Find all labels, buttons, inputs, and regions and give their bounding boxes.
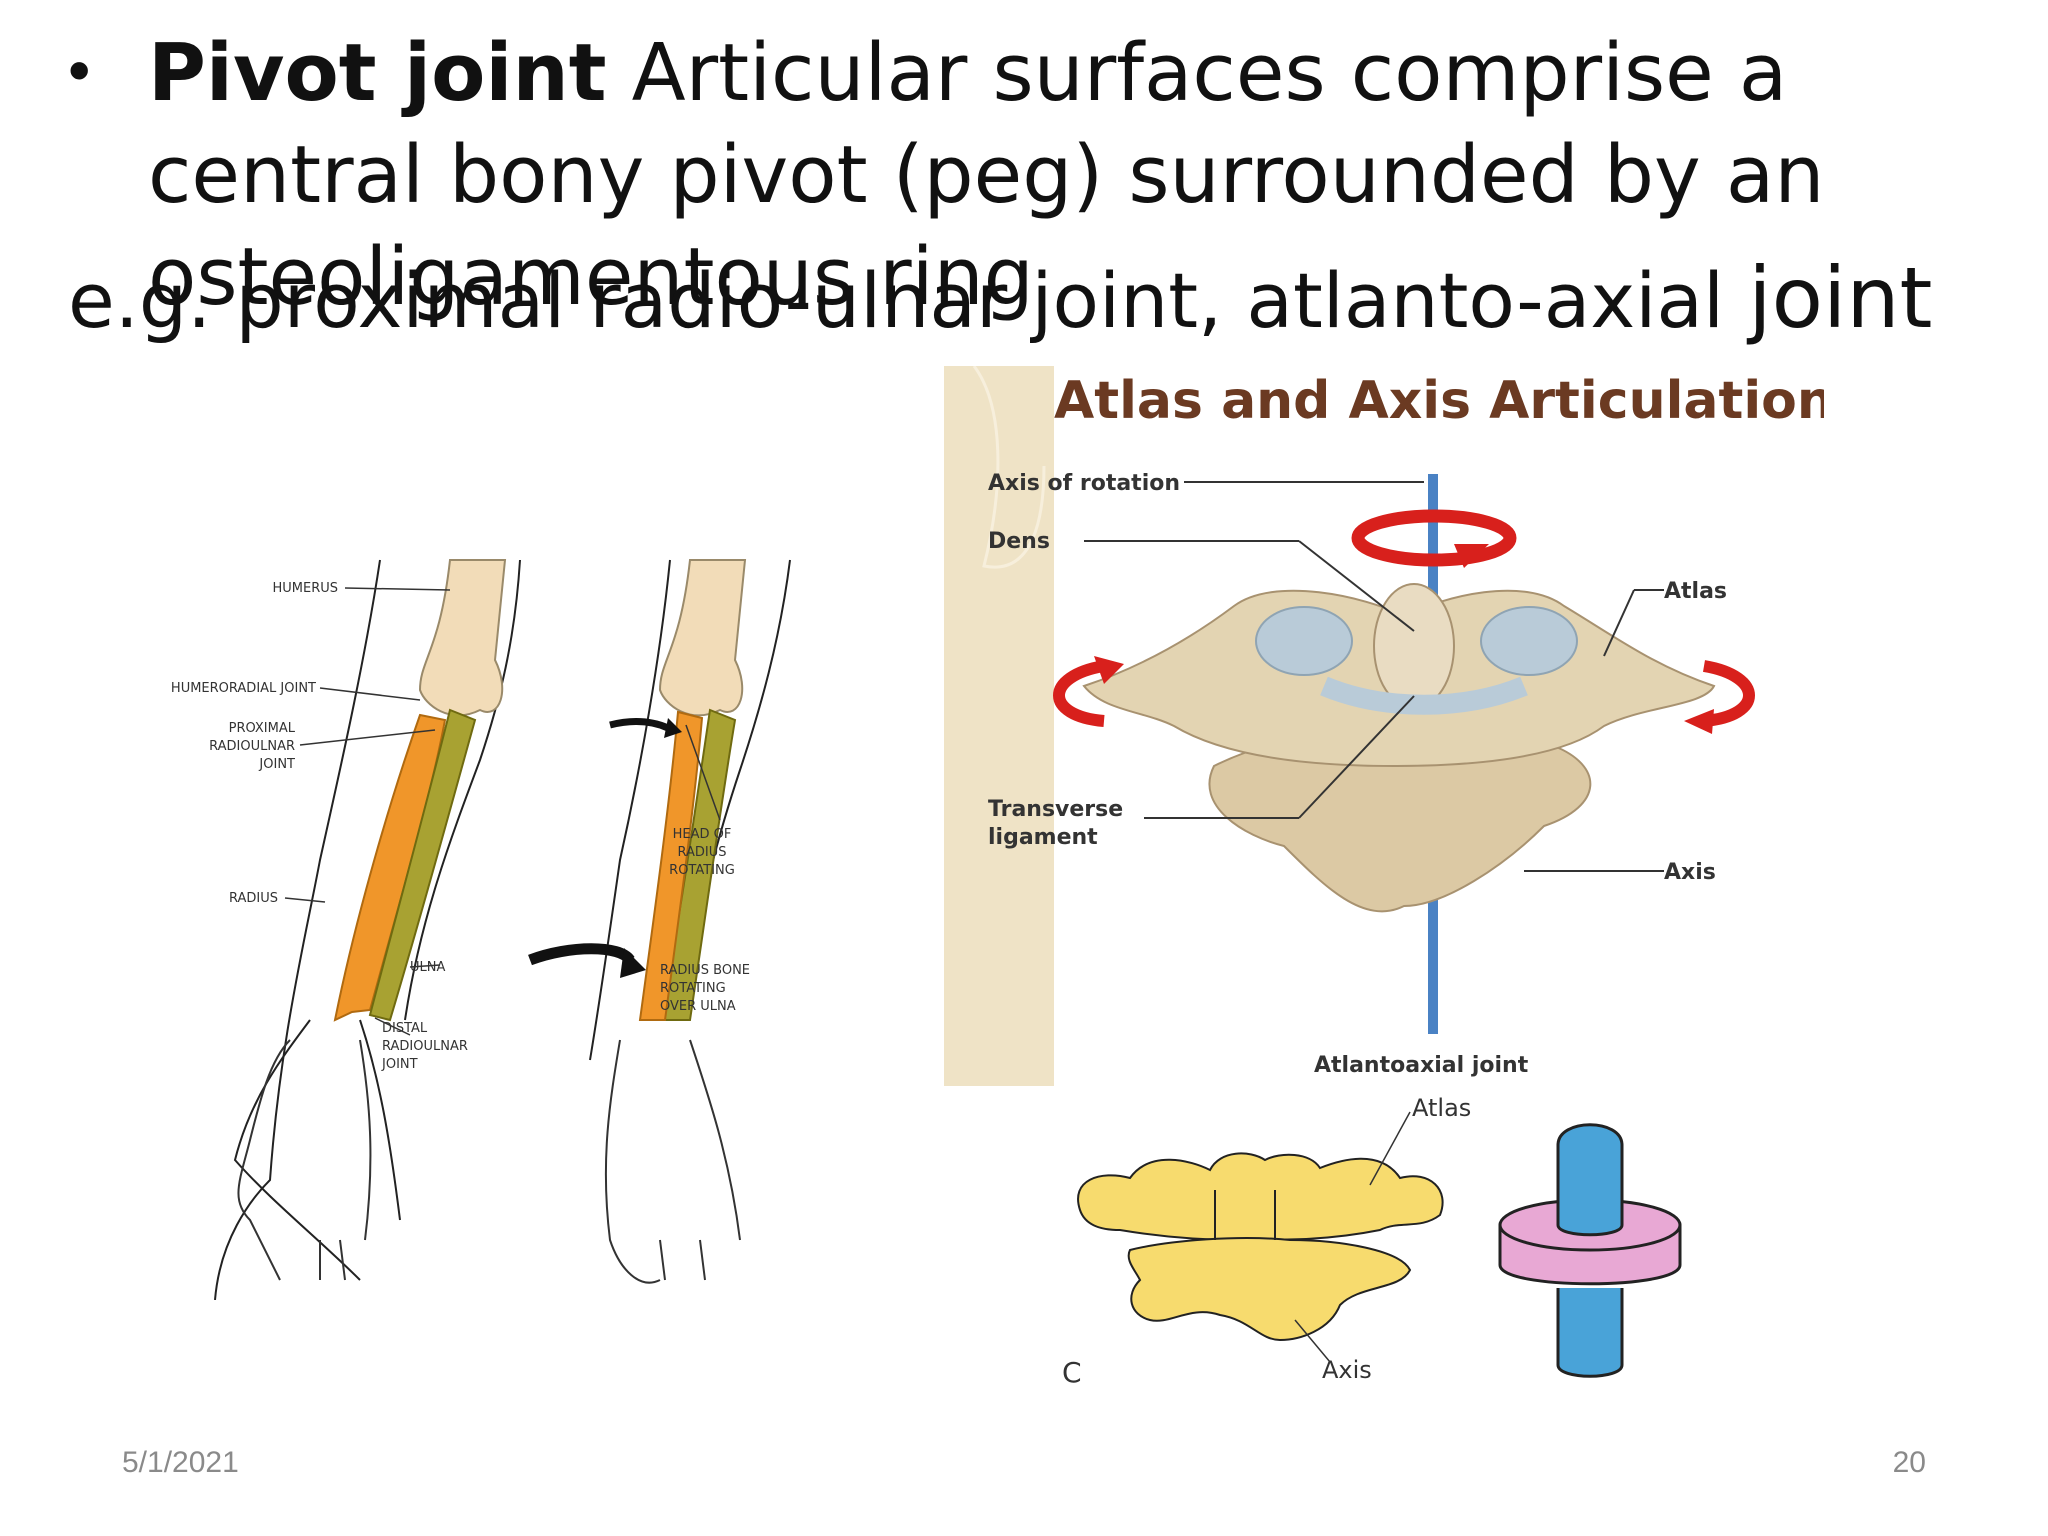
schematic-axis: [1127, 1237, 1412, 1342]
label-head-1: HEAD OF: [673, 827, 732, 842]
bullet-dot: •: [68, 34, 91, 106]
hand-right: [604, 1039, 741, 1284]
schematic-label-atlas: Atlas: [1412, 1094, 1471, 1122]
figure-side-panel: [944, 366, 1054, 1086]
label-transverse-1: Transverse: [988, 797, 1123, 822]
atlas-figure-title: Atlas and Axis Articulation: [1054, 371, 1824, 431]
label-rotating-1: RADIUS BONE: [660, 963, 750, 978]
rotation-arrow-top: [609, 718, 670, 732]
label-axis: Axis: [1664, 860, 1716, 885]
label-rotating-2: ROTATING: [660, 981, 726, 996]
pivot-schematic-figure: Atlas Axis C: [1040, 1090, 1760, 1400]
hand-left: [237, 1039, 372, 1281]
label-humeroradial: HUMERORADIAL JOINT: [171, 681, 316, 696]
example-suffix: joint: [1748, 249, 1933, 347]
label-axis-of-rotation: Axis of rotation: [988, 471, 1180, 496]
rotation-arrow-bottom: [528, 943, 635, 966]
label-head-3: ROTATING: [669, 863, 735, 878]
dens: [1373, 583, 1455, 709]
label-head-2: RADIUS: [677, 845, 726, 860]
label-distal-3: JOINT: [381, 1057, 418, 1072]
bullet-term: Pivot joint: [148, 27, 607, 119]
label-dens: Dens: [988, 529, 1050, 554]
label-transverse-2: ligament: [988, 825, 1098, 850]
label-distal-2: RADIOULNAR: [382, 1039, 468, 1054]
humerus-bone-left: [418, 559, 507, 717]
label-proximal-3: JOINT: [258, 757, 295, 772]
label-atlantoaxial-joint: Atlantoaxial joint: [1314, 1053, 1529, 1078]
example-prefix: e.g. proximal radio-ulnar joint, atlanto…: [68, 256, 1749, 345]
footer-date: 5/1/2021: [122, 1446, 239, 1479]
atlas-axis-figure: Atlas and Axis Articulation: [944, 366, 1824, 1096]
label-humerus: HUMERUS: [272, 581, 338, 596]
schematic-atlas: [1077, 1152, 1444, 1242]
rotation-arrow-top: [1351, 509, 1517, 567]
label-radius: RADIUS: [229, 891, 278, 906]
radius-bone-right: [638, 710, 704, 1021]
bullet-definition: Articular surfaces comprise a central bo…: [148, 27, 1825, 323]
forearm-figure: HUMERUS HUMERORADIAL JOINT PROXIMAL RADI…: [120, 540, 800, 1300]
label-proximal-2: RADIOULNAR: [209, 739, 295, 754]
ulna-bone-right: [658, 708, 737, 1021]
ulna-bone-left: [368, 708, 477, 1022]
humerus-bone-right: [658, 559, 747, 717]
bullet-text: Pivot joint Articular surfaces comprise …: [148, 22, 2008, 328]
schematic-panel-label: C: [1062, 1356, 1082, 1389]
transverse-ligament: [1320, 676, 1528, 715]
label-atlas: Atlas: [1664, 579, 1727, 604]
label-rotating-3: OVER ULNA: [660, 999, 736, 1014]
footer-page-number: 20: [1892, 1446, 1926, 1479]
pivot-peg: [1556, 1123, 1624, 1237]
schematic-label-axis: Axis: [1322, 1356, 1372, 1384]
label-ulna: ULNA: [410, 960, 445, 975]
label-proximal-1: PROXIMAL: [229, 721, 296, 736]
label-distal-1: DISTAL: [382, 1021, 428, 1036]
example-line: e.g. proximal radio-ulnar joint, atlanto…: [68, 248, 2028, 351]
